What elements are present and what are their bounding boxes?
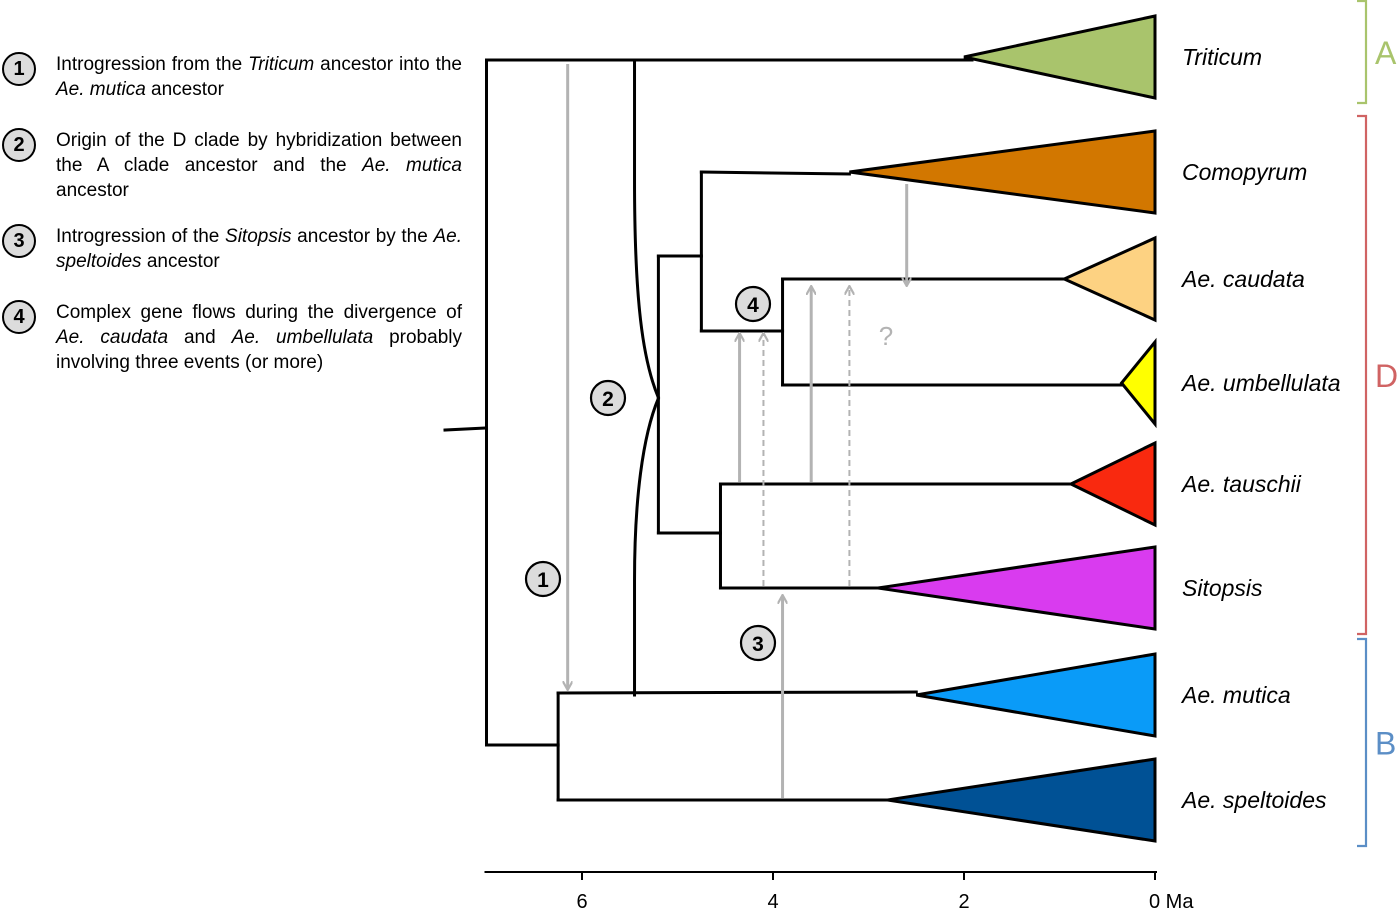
taxon-label: Ae. umbellulata — [1180, 370, 1341, 396]
event-markers: 1 2 3 4 — [524, 285, 777, 662]
legend-text-part: Triticum — [248, 54, 315, 75]
legend-item: 4 Complex gene flows during the divergenc… — [0, 300, 470, 380]
clade-label: B — [1375, 726, 1396, 762]
branch-comopyrum — [699, 170, 851, 176]
clade-label: A — [1375, 35, 1397, 71]
legend-number: 1 — [2, 52, 36, 86]
event-marker-circle — [589, 379, 627, 417]
clade-brackets: A D B — [1357, 0, 1398, 848]
event-marker-number: 2 — [602, 388, 614, 411]
axis-tick-label: 0 Ma — [1149, 891, 1194, 909]
axis-tick-label: 4 — [767, 891, 778, 909]
taxon-label: Ae. mutica — [1180, 682, 1291, 708]
clade-triangle — [877, 545, 1157, 631]
clade-triangle — [963, 14, 1157, 100]
legend-text-part: ancestor by the — [291, 226, 434, 247]
legend-text-part: Ae. speltoides — [56, 226, 462, 272]
legend-text-part: ancestor — [56, 180, 129, 201]
clade-triangle — [1119, 337, 1157, 429]
legend-text: Complex gene flows during the divergence… — [56, 300, 462, 375]
clade-bracket — [1357, 114, 1368, 636]
legend-text: Introgression from the Triticum ancestor… — [56, 52, 462, 102]
legend-text-part: Ae. caudata — [56, 327, 169, 348]
legend-text: Introgression of the Sitopsis ancestor b… — [56, 224, 462, 274]
time-axis: 6 4 2 0 Ma — [484, 871, 1194, 909]
legend-text-part: probably involving three events (or more… — [56, 327, 462, 373]
gene-flow-arrows: ? — [568, 64, 907, 798]
root-stem — [443, 426, 489, 432]
legend-item: 2 Origin of the D clade by hybridization … — [0, 128, 470, 208]
clade-label: D — [1375, 358, 1398, 394]
event-marker-circle — [734, 285, 772, 323]
uncertain-flow-label: ? — [879, 321, 893, 351]
hybrid-origin-branches — [633, 58, 661, 697]
axis-tick-label: 6 — [576, 891, 587, 909]
clade-triangle — [1060, 235, 1157, 323]
event-marker-number: 1 — [537, 569, 549, 592]
clade-triangle — [849, 129, 1157, 215]
tree-branches — [443, 58, 1124, 802]
taxon-label: Ae. tauschii — [1180, 471, 1302, 497]
clade-bracket — [1357, 0, 1368, 105]
taxon-label: Triticum — [1182, 44, 1262, 70]
taxon-label: Sitopsis — [1182, 575, 1263, 601]
legend-number: 4 — [2, 300, 36, 334]
branch-ae-mutica — [556, 690, 918, 695]
legend-text-part: Introgression of the — [56, 226, 226, 247]
event-marker-circle — [739, 624, 777, 662]
legend-text-part: Origin of the D clade by hybridization b… — [56, 130, 462, 176]
event-marker-number: 4 — [747, 294, 759, 317]
legend-text-part: ancestor — [141, 251, 220, 272]
legend-text-part: ancestor into the — [314, 54, 462, 75]
event-marker-number: 3 — [752, 633, 764, 656]
clade-bracket — [1357, 637, 1368, 848]
legend-text-part: and — [168, 327, 232, 348]
clade-triangle — [915, 652, 1157, 738]
taxon-label: Ae. caudata — [1180, 266, 1305, 292]
taxon-label: Comopyrum — [1182, 159, 1307, 185]
event-marker-circle — [524, 560, 562, 598]
legend-text: Origin of the D clade by hybridization b… — [56, 128, 462, 203]
legend-text-part: Complex gene flows during the divergence… — [56, 302, 462, 323]
axis-tick-label: 2 — [958, 891, 969, 909]
legend-text-part: Introgression from the — [56, 54, 249, 75]
legend-text-part: Sitopsis — [225, 226, 292, 247]
legend-text-part: ancestor — [145, 79, 224, 100]
legend-number: 3 — [2, 224, 36, 258]
legend-item: 3 Introgression of the Sitopsis ancestor … — [0, 224, 470, 304]
legend-text-part: Ae. mutica — [362, 155, 462, 176]
legend-text-part: Ae. umbellulata — [231, 327, 374, 348]
legend-number: 2 — [2, 128, 36, 162]
clade-triangle — [887, 757, 1157, 843]
legend-item: 1 Introgression from the Triticum ancesto… — [0, 52, 470, 132]
clade-triangle — [1067, 440, 1157, 528]
taxon-label: Ae. speltoides — [1180, 787, 1327, 813]
legend-text-part: Ae. mutica — [56, 79, 146, 100]
